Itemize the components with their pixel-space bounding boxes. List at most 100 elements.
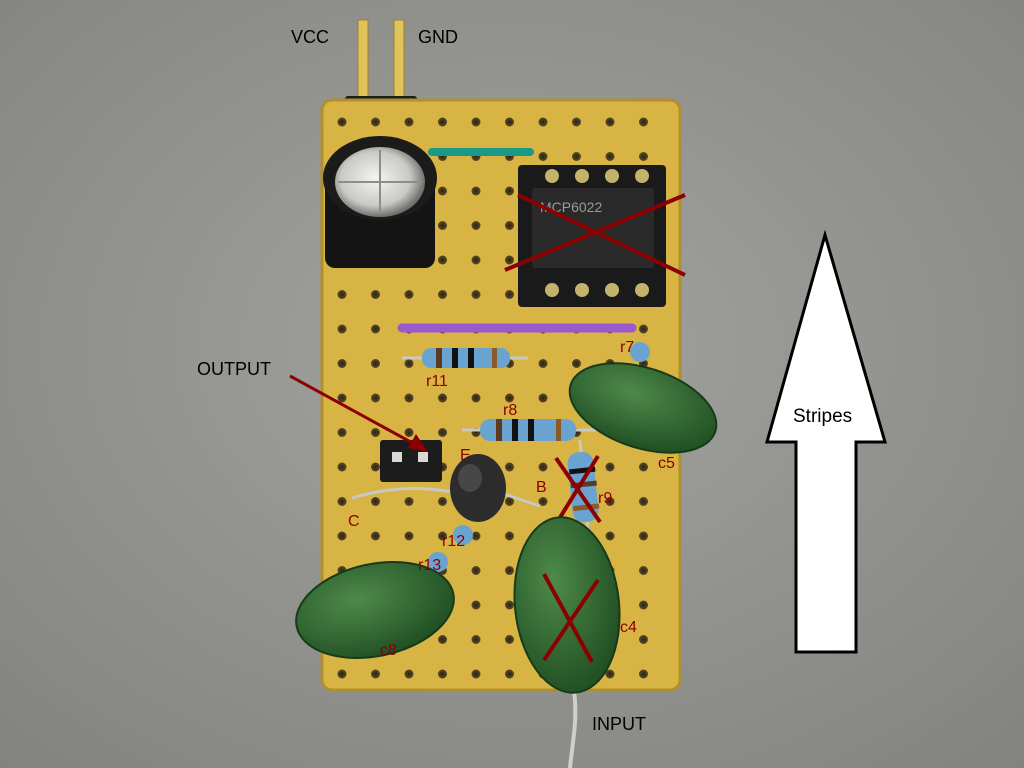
ic-marking: MCP6022 [540, 199, 602, 215]
board-hole [371, 393, 380, 403]
board-hole [471, 186, 481, 196]
label-r9: r9 [598, 490, 612, 507]
board-hole [505, 290, 514, 299]
board-hole [404, 117, 414, 127]
transistor [351, 454, 541, 522]
board-hole [438, 117, 447, 127]
board-hole [371, 324, 380, 334]
board-hole [505, 600, 514, 610]
board-hole [337, 324, 347, 334]
board-hole [572, 152, 581, 161]
board-hole [404, 393, 414, 403]
board-hole [404, 669, 414, 679]
op-amp-ic: MCP6022 [518, 165, 666, 307]
vcc-label: VCC [291, 27, 329, 47]
board-hole [639, 669, 648, 679]
board-hole [438, 393, 447, 403]
board-hole [337, 531, 347, 541]
board-hole [337, 290, 347, 299]
board-hole [471, 635, 481, 644]
board-hole [639, 117, 648, 127]
board-hole [572, 359, 581, 368]
r9-cross-mark [554, 454, 602, 526]
board-hole [404, 359, 414, 368]
board-hole [505, 531, 514, 541]
emitter-label: E [460, 447, 471, 464]
board-hole [337, 497, 347, 506]
board-hole [639, 531, 648, 541]
board-hole [538, 117, 548, 127]
board-hole [371, 497, 380, 506]
output-arrow [289, 374, 428, 452]
board-hole [471, 566, 481, 575]
board-hole [438, 221, 447, 230]
board-hole [337, 117, 347, 127]
board-hole [605, 117, 615, 127]
board-hole [371, 359, 380, 368]
board-hole [371, 428, 380, 437]
board-hole [337, 462, 347, 472]
board-hole [438, 635, 447, 644]
board-hole [538, 393, 548, 403]
board-hole [438, 255, 447, 265]
input-wire [568, 689, 578, 768]
board-hole [438, 497, 447, 506]
board-hole [605, 462, 615, 472]
input-label: INPUT [592, 714, 646, 734]
board-hole [639, 497, 648, 506]
board-hole [438, 531, 447, 541]
label-c4: c4 [620, 619, 637, 636]
board-hole [337, 669, 347, 679]
board-hole [471, 290, 481, 299]
board-hole [371, 669, 380, 679]
resistor-r11 [402, 348, 528, 368]
board-hole [505, 186, 514, 196]
board-hole [471, 221, 481, 230]
board-hole [605, 669, 615, 679]
board-hole [471, 600, 481, 610]
board-hole [605, 497, 615, 506]
board-hole [639, 600, 648, 610]
board-hole [438, 428, 447, 437]
label-c8: c8 [380, 642, 397, 659]
board-hole [471, 531, 481, 541]
label-r7: r7 [620, 339, 634, 356]
c4-cross-mark [542, 573, 600, 663]
board-hole [404, 497, 414, 506]
label-r11: r11 [426, 373, 448, 390]
collector-label: C [348, 513, 360, 530]
label-r8: r8 [503, 402, 517, 419]
board-hole [639, 152, 648, 161]
board-hole [371, 462, 380, 472]
resistor-r12 [453, 525, 473, 545]
board-hole [538, 359, 548, 368]
board-hole [505, 497, 514, 506]
board-hole [371, 117, 380, 127]
board-hole [471, 393, 481, 403]
board-hole [438, 669, 447, 679]
board-hole [438, 290, 447, 299]
label-r12: r12 [442, 533, 465, 550]
board-hole [404, 428, 414, 437]
board-hole [538, 497, 548, 506]
board-hole [505, 221, 514, 230]
output-label: OUTPUT [197, 359, 271, 379]
board-hole [639, 635, 648, 644]
capacitor-c8 [295, 561, 455, 659]
board-hole [471, 117, 481, 127]
board-hole [505, 566, 514, 575]
board-hole [404, 531, 414, 541]
board-hole [505, 635, 514, 644]
board-hole [404, 290, 414, 299]
board-hole [639, 324, 648, 334]
board-hole [438, 186, 447, 196]
board-hole [337, 393, 347, 403]
board-hole [371, 531, 380, 541]
base-label: B [536, 479, 547, 496]
resistor-r13 [428, 552, 448, 572]
board-hole [538, 462, 548, 472]
resistor-r7 [630, 342, 650, 362]
board-hole [337, 428, 347, 437]
electrolytic-capacitor [323, 136, 437, 268]
